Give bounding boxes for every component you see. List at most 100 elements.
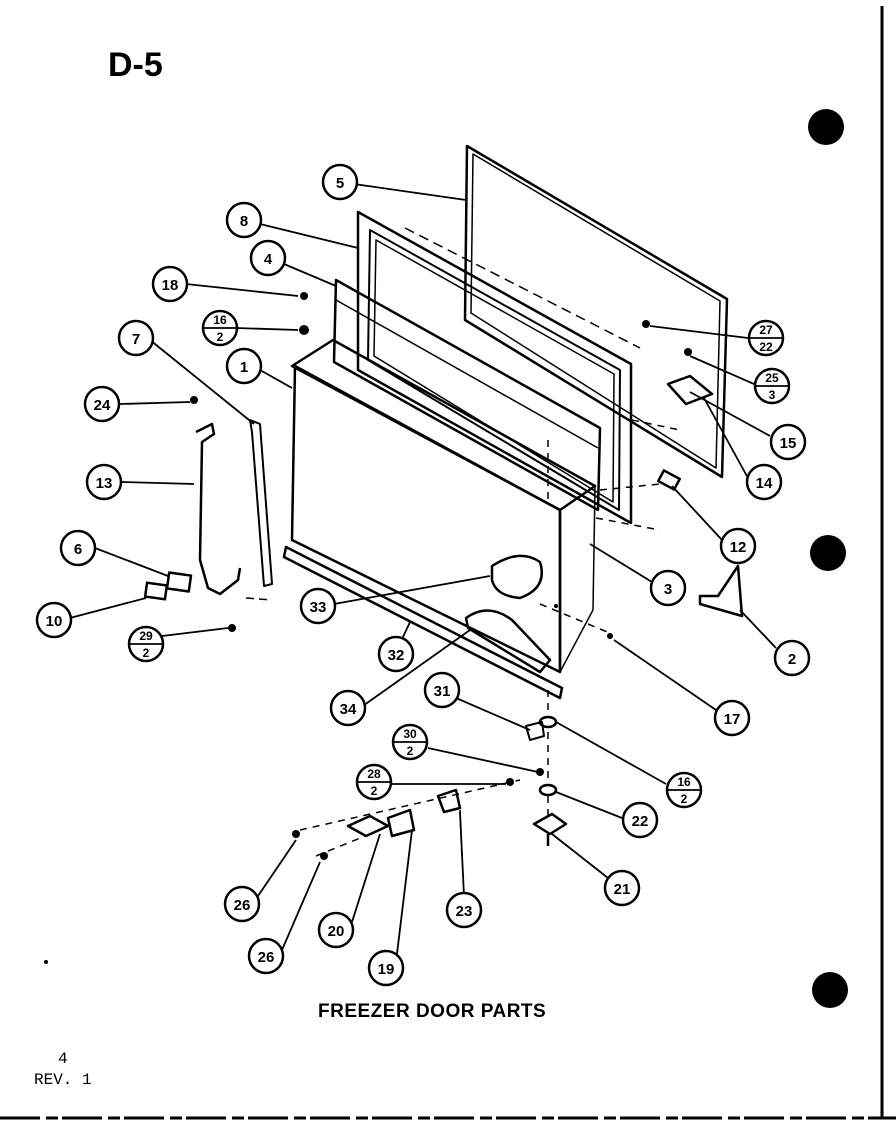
callout-17: 17	[713, 699, 751, 737]
svg-text:15: 15	[780, 435, 797, 452]
lower-hinge-part	[532, 812, 568, 836]
callout-23: 23	[445, 891, 483, 929]
svg-text:2: 2	[371, 784, 378, 798]
binder-hole-bottom	[812, 972, 848, 1008]
svg-text:29: 29	[139, 629, 153, 643]
callout-24: 24	[83, 385, 121, 423]
back-panel-part	[463, 144, 729, 479]
callout-12: 12	[719, 527, 757, 565]
callout-19: 19	[367, 949, 405, 987]
callout-4: 4	[249, 239, 287, 277]
svg-text:2: 2	[143, 646, 150, 660]
bushing-part	[525, 721, 545, 741]
callout-33: 33	[299, 587, 337, 625]
shim-bracket-part	[436, 788, 462, 814]
lower-hinge-cover-part	[464, 609, 552, 674]
hinge-cover-part	[490, 554, 543, 600]
svg-text:21: 21	[614, 881, 631, 898]
clip-part	[656, 469, 682, 491]
svg-text:10: 10	[46, 613, 63, 630]
svg-text:23: 23	[456, 903, 473, 920]
svg-text:2: 2	[217, 330, 224, 344]
svg-text:34: 34	[340, 701, 357, 718]
svg-text:20: 20	[328, 923, 345, 940]
callout-32: 32	[377, 635, 415, 673]
leader-lines	[69, 183, 777, 963]
svg-text:16: 16	[677, 775, 691, 789]
fasteners	[44, 292, 692, 964]
svg-text:4: 4	[264, 251, 273, 268]
callout-16-2-lower: 162	[665, 771, 703, 809]
svg-text:2: 2	[407, 744, 414, 758]
svg-text:5: 5	[336, 175, 344, 192]
svg-text:1: 1	[240, 359, 248, 376]
spacer-part	[538, 783, 558, 797]
callout-31: 31	[423, 671, 461, 709]
callout-15: 15	[769, 423, 807, 461]
plate-part	[165, 571, 193, 593]
callout-2: 2	[773, 639, 811, 677]
svg-text:32: 32	[388, 647, 405, 664]
callout-5: 5	[321, 163, 359, 201]
svg-text:33: 33	[310, 599, 327, 616]
callout-30-2: 302	[391, 723, 429, 761]
bottom-trim-part	[282, 545, 564, 700]
callout-10: 10	[35, 601, 73, 639]
svg-text:6: 6	[74, 541, 82, 558]
callout-28-2: 282	[355, 763, 393, 801]
shim-part	[386, 808, 416, 838]
callout-14: 14	[745, 463, 783, 501]
page-label: D-5	[108, 46, 163, 84]
svg-text:3: 3	[664, 581, 672, 598]
svg-text:28: 28	[367, 767, 381, 781]
svg-text:24: 24	[94, 397, 111, 414]
callout-8: 8	[225, 201, 263, 239]
gasket-part	[356, 210, 641, 525]
svg-text:12: 12	[730, 539, 747, 556]
callout-13: 13	[85, 463, 123, 501]
svg-text:19: 19	[378, 961, 395, 978]
callout-22: 22	[621, 801, 659, 839]
diagram-caption: FREEZER DOOR PARTS	[318, 1001, 547, 1022]
callout-29-2: 292	[127, 625, 165, 663]
svg-text:26: 26	[258, 949, 275, 966]
callout-6: 6	[59, 529, 97, 567]
binder-hole-middle	[810, 535, 846, 571]
svg-text:7: 7	[132, 331, 140, 348]
callout-25-3: 253	[753, 367, 791, 405]
side-bracket-part	[195, 419, 273, 601]
door-panel-part	[290, 338, 597, 674]
svg-text:2: 2	[681, 792, 688, 806]
hinge-pin-part	[346, 814, 390, 838]
callout-21: 21	[603, 869, 641, 907]
svg-text:2: 2	[788, 651, 796, 668]
svg-text:25: 25	[765, 371, 779, 385]
svg-text:8: 8	[240, 213, 248, 230]
callout-26-upper: 26	[223, 885, 261, 923]
callout-26-lower: 26	[247, 937, 285, 975]
binder-hole-top	[808, 109, 844, 145]
svg-text:13: 13	[96, 475, 113, 492]
svg-text:14: 14	[756, 475, 773, 492]
insulator-part	[143, 581, 169, 601]
svg-text:18: 18	[162, 277, 179, 294]
svg-text:22: 22	[632, 813, 649, 830]
page-number: 4	[58, 1050, 68, 1068]
liner-part	[332, 278, 602, 512]
svg-text:27: 27	[759, 323, 773, 337]
callout-34: 34	[329, 689, 367, 727]
callout-7: 7	[117, 319, 155, 357]
callout-18: 18	[151, 265, 189, 303]
svg-text:17: 17	[724, 711, 741, 728]
svg-text:22: 22	[759, 340, 773, 354]
callout-20: 20	[317, 911, 355, 949]
svg-text:30: 30	[403, 727, 417, 741]
svg-text:3: 3	[769, 388, 776, 402]
hinge-plate-part	[666, 374, 714, 406]
callout-1: 1	[225, 347, 263, 385]
mounting-bracket-part	[698, 564, 744, 618]
svg-text:26: 26	[234, 897, 251, 914]
